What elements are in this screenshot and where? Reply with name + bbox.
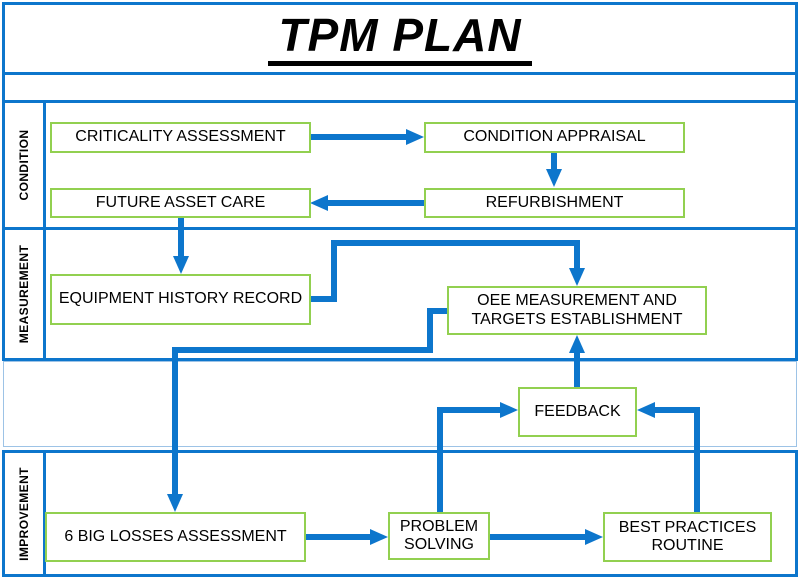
line-segment <box>574 353 580 387</box>
line-segment <box>437 407 443 512</box>
line-segment <box>310 134 406 140</box>
line-segment <box>178 218 184 256</box>
measurement-label: MEASUREMENT <box>17 244 31 344</box>
arrowhead-left <box>310 195 328 211</box>
arrowhead-down <box>546 169 562 187</box>
line-segment <box>427 308 433 353</box>
line-segment <box>306 534 370 540</box>
arrowhead-right <box>406 129 424 145</box>
feedback-band <box>3 361 797 447</box>
line-segment <box>694 407 700 512</box>
line-segment <box>427 308 449 314</box>
box-six-big-losses: 6 BIG LOSSES ASSESSMENT <box>45 512 306 562</box>
box-future-asset-care: FUTURE ASSET CARE <box>50 188 311 218</box>
line-segment <box>328 200 424 206</box>
box-oee-measurement: OEE MEASUREMENT AND TARGETS ESTABLISHMEN… <box>447 286 707 335</box>
arrowhead-up <box>569 335 585 353</box>
line-segment <box>437 407 500 413</box>
arrowhead-down <box>569 268 585 286</box>
improvement-label: IMPROVEMENT <box>17 466 31 561</box>
diagram-title: TPM PLAN <box>268 11 532 67</box>
line-segment <box>172 347 433 353</box>
condition-label-cell: CONDITION <box>5 103 46 227</box>
box-condition-appraisal: CONDITION APPRAISAL <box>424 122 685 153</box>
arrowhead-down <box>173 256 189 274</box>
improvement-label-cell: IMPROVEMENT <box>5 453 46 574</box>
line-segment <box>172 347 178 494</box>
title-band: TPM PLAN <box>2 2 798 75</box>
arrowhead-right <box>370 529 388 545</box>
condition-label: CONDITION <box>17 129 31 201</box>
arrowhead-down <box>167 494 183 512</box>
line-segment <box>655 407 700 413</box>
arrowhead-right <box>585 529 603 545</box>
box-refurbishment: REFURBISHMENT <box>424 188 685 218</box>
line-segment <box>331 240 337 302</box>
spacer-band <box>2 72 798 103</box>
measurement-label-cell: MEASUREMENT <box>5 230 46 358</box>
line-segment <box>574 240 580 268</box>
line-segment <box>551 153 557 169</box>
box-feedback: FEEDBACK <box>518 387 637 437</box>
box-best-practices-routine: BEST PRACTICES ROUTINE <box>603 512 772 562</box>
line-segment <box>331 240 580 246</box>
line-segment <box>311 296 337 302</box>
arrowhead-right <box>500 402 518 418</box>
box-criticality-assessment: CRITICALITY ASSESSMENT <box>50 122 311 153</box>
box-equipment-history-record: EQUIPMENT HISTORY RECORD <box>50 274 311 325</box>
arrowhead-left <box>637 402 655 418</box>
line-segment <box>490 534 585 540</box>
box-problem-solving: PROBLEM SOLVING <box>388 512 490 560</box>
